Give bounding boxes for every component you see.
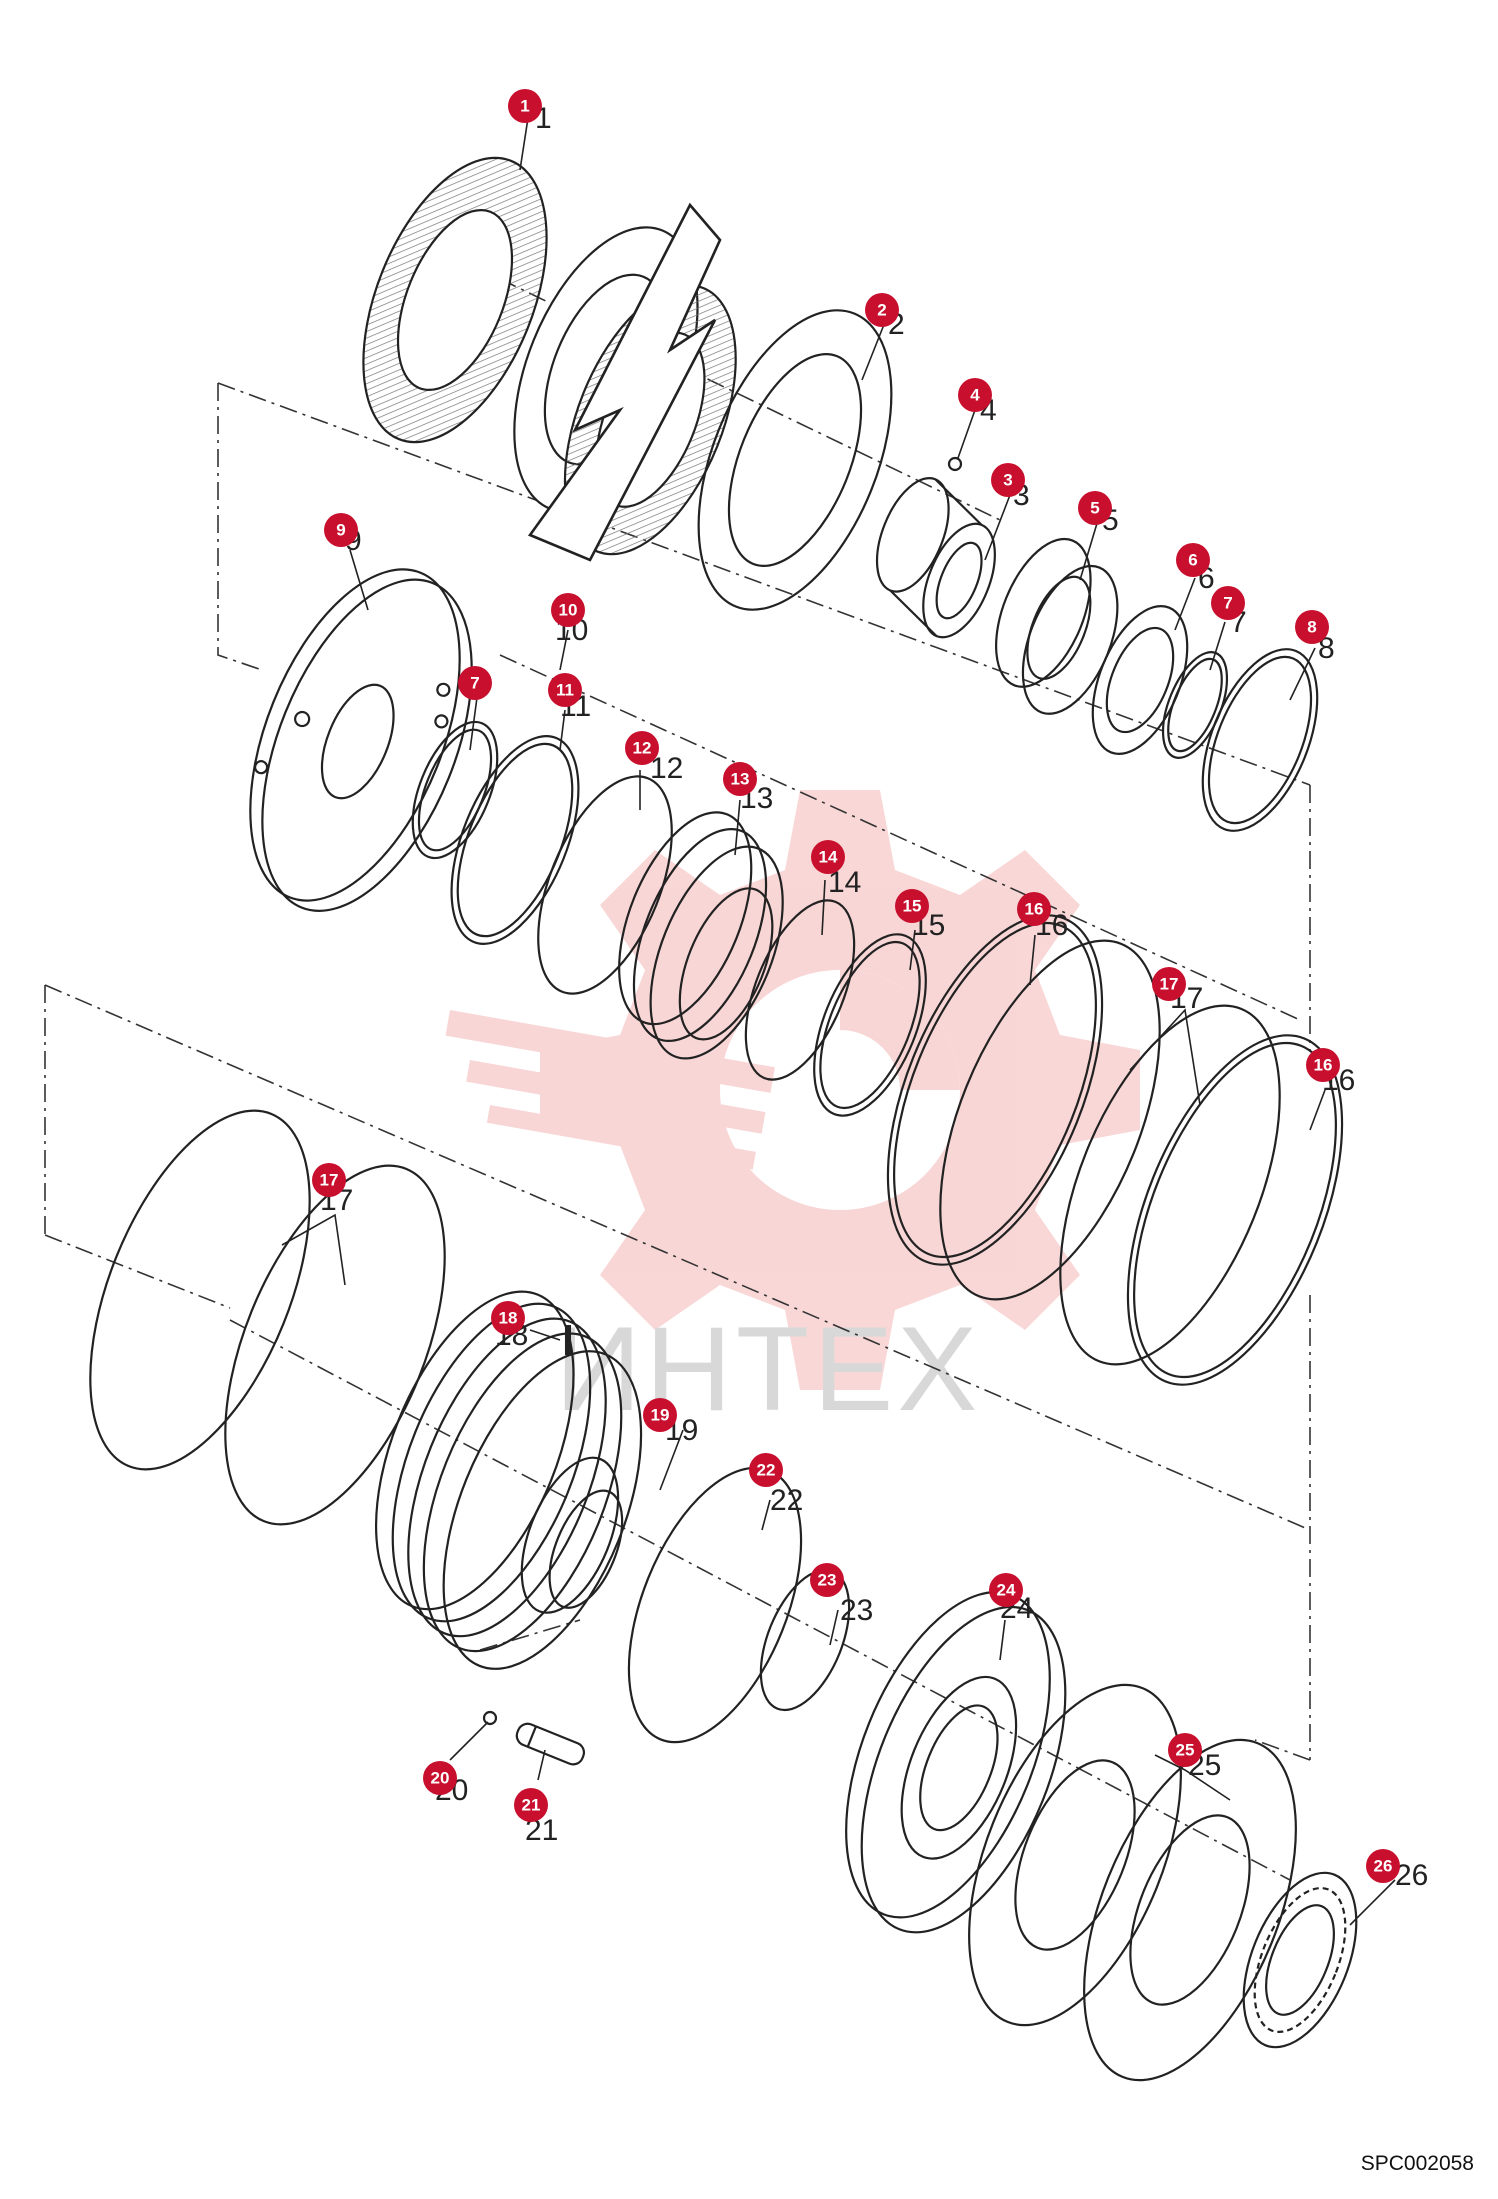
part-5-spring (995, 537, 1119, 715)
callout-7[interactable]: 7 (1211, 586, 1245, 620)
svg-text:16: 16 (1314, 1056, 1333, 1075)
part-17-o-ring-c (89, 1109, 311, 1471)
callout-21[interactable]: 21 (514, 1788, 548, 1822)
part-2-separator-plate (697, 309, 893, 611)
callout-11[interactable]: 11 (548, 673, 582, 707)
part-3-hub (875, 476, 996, 639)
svg-text:23: 23 (818, 1571, 837, 1590)
part-7-snap-ring-left (411, 720, 499, 860)
svg-text:11: 11 (556, 681, 574, 700)
callout-16[interactable]: 16 (1017, 892, 1051, 926)
callout-4[interactable]: 4 (958, 378, 992, 412)
svg-text:19: 19 (651, 1406, 670, 1425)
lightning-logo (527, 202, 722, 562)
svg-text:17: 17 (320, 1171, 339, 1190)
callout-3[interactable]: 3 (991, 463, 1025, 497)
drawing-code: SPC002058 (1360, 2152, 1474, 2175)
part-20-ball (482, 1710, 498, 1726)
part-23-o-ring (759, 1568, 851, 1712)
part-16-ring (886, 914, 1104, 1266)
callout-20[interactable]: 20 (423, 1761, 457, 1795)
svg-text:20: 20 (431, 1769, 450, 1788)
leader-lines (281, 117, 1396, 1926)
svg-text:14: 14 (819, 848, 838, 867)
watermark-gear (445, 790, 1140, 1390)
callout-14[interactable]: 14 (811, 840, 845, 874)
svg-text:18: 18 (499, 1309, 518, 1328)
label-26: 26 (1395, 1859, 1428, 1892)
callout-1[interactable]: 1 (508, 89, 542, 123)
part-17-o-ring-a (939, 939, 1161, 1301)
svg-text:15: 15 (903, 897, 922, 916)
callout-25[interactable]: 25 (1168, 1733, 1202, 1767)
label-23: 23 (840, 1594, 873, 1627)
callout-8[interactable]: 8 (1295, 610, 1329, 644)
callout-13[interactable]: 13 (723, 762, 757, 796)
callout-10[interactable]: 10 (551, 593, 585, 627)
svg-text:8: 8 (1307, 618, 1316, 637)
svg-text:4: 4 (970, 386, 980, 405)
callout-5[interactable]: 5 (1078, 491, 1112, 525)
svg-text:6: 6 (1188, 551, 1197, 570)
svg-text:21: 21 (522, 1796, 541, 1815)
svg-text:5: 5 (1090, 499, 1099, 518)
svg-text:7: 7 (1223, 594, 1232, 613)
svg-text:24: 24 (997, 1581, 1016, 1600)
part-8-ring (1201, 648, 1319, 832)
part-25-plate-a (968, 1683, 1182, 2027)
svg-text:13: 13 (731, 770, 750, 789)
callout-7-left[interactable]: 7 (458, 666, 492, 700)
part-4-ball (947, 456, 963, 472)
part-12-o-ring (537, 775, 673, 995)
callout-19[interactable]: 19 (643, 1398, 677, 1432)
part-13-piston (618, 811, 784, 1060)
callout-9[interactable]: 9 (324, 513, 358, 547)
label-22: 22 (770, 1484, 803, 1517)
callout-badges: 1 2 3 4 5 6 7 8 9 10 7 11 12 13 14 15 16… (312, 89, 1400, 1883)
callout-16-right[interactable]: 16 (1306, 1048, 1340, 1082)
part-16-ring-right (1126, 1034, 1344, 1386)
callout-26[interactable]: 26 (1366, 1849, 1400, 1883)
part-17-o-ring-b (1059, 1004, 1281, 1366)
part-1-friction-disc (362, 156, 548, 444)
svg-text:17: 17 (1160, 975, 1179, 994)
callout-23[interactable]: 23 (810, 1563, 844, 1597)
watermark-text: ИНТЕХ (555, 1302, 981, 1436)
callout-22[interactable]: 22 (749, 1453, 783, 1487)
svg-text:3: 3 (1003, 471, 1012, 490)
part-19-drum (374, 1290, 643, 1670)
svg-text:25: 25 (1176, 1741, 1195, 1760)
callout-12[interactable]: 12 (625, 731, 659, 765)
callout-6[interactable]: 6 (1176, 543, 1210, 577)
svg-text:10: 10 (559, 601, 578, 620)
callout-15[interactable]: 15 (895, 889, 929, 923)
svg-text:26: 26 (1374, 1857, 1393, 1876)
part-7-snap-ring (1161, 651, 1229, 759)
part-21-dowel (515, 1722, 586, 1766)
part-9-end-plate (249, 568, 473, 912)
part-25-plate-b (1083, 1738, 1297, 2082)
part-26-gear-nut (1242, 1871, 1358, 2049)
part-14-o-ring (744, 899, 856, 1081)
assembly-lines (44, 249, 1311, 1881)
svg-text:12: 12 (633, 739, 652, 758)
callout-2[interactable]: 2 (865, 293, 899, 327)
svg-text:7: 7 (470, 674, 479, 693)
callout-18[interactable]: 18 (491, 1301, 525, 1335)
callout-24[interactable]: 24 (989, 1573, 1023, 1607)
svg-text:22: 22 (757, 1461, 776, 1480)
svg-text:1: 1 (520, 97, 529, 116)
parts (89, 156, 1358, 2082)
part-15-ring (813, 933, 927, 1117)
part-11-ring (450, 735, 580, 945)
svg-text:2: 2 (877, 301, 886, 320)
callout-17[interactable]: 17 (1152, 967, 1186, 1001)
callout-17-left[interactable]: 17 (312, 1163, 346, 1197)
svg-text:9: 9 (336, 521, 345, 540)
svg-text:16: 16 (1025, 900, 1044, 919)
